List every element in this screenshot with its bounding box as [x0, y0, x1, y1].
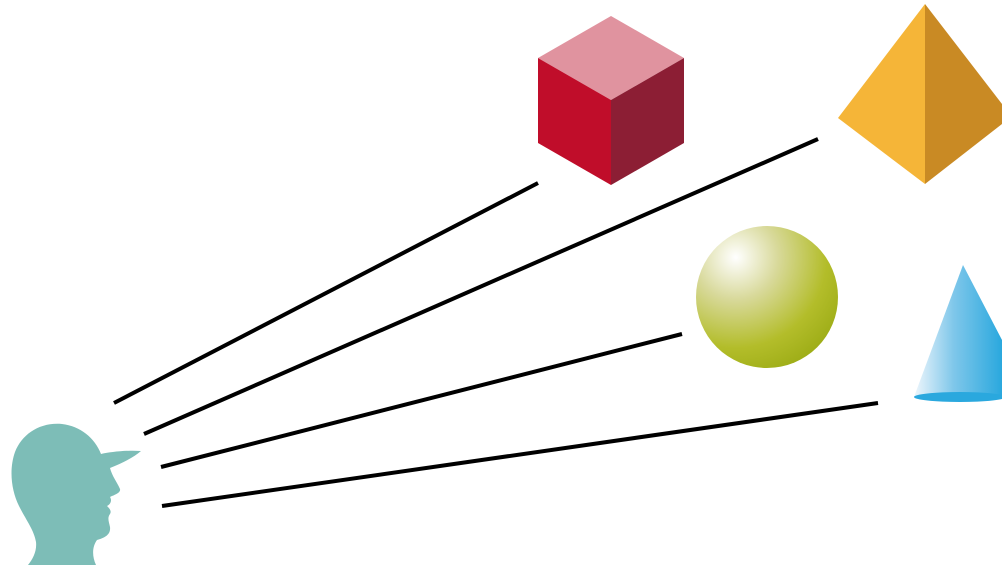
cone-base: [914, 392, 1002, 402]
pyramid-right-face: [925, 4, 1002, 184]
sight-lines: [113, 137, 879, 508]
head-with-cap-icon: [11, 423, 141, 565]
cube-left-face: [538, 58, 611, 185]
pyramid-icon: [838, 4, 1002, 184]
sphere-body: [696, 226, 838, 368]
sphere-icon: [696, 226, 838, 368]
sight-line-cone: [161, 401, 879, 508]
cone-icon: [914, 265, 1002, 402]
cube-icon: [538, 16, 684, 185]
sight-line-cube: [113, 181, 539, 405]
cube-right-face: [611, 58, 684, 185]
cone-body: [914, 265, 1002, 397]
head-silhouette: [11, 423, 141, 565]
sight-line-sphere: [160, 332, 683, 469]
sight-line-pyramid: [143, 137, 819, 436]
pyramid-left-face: [838, 4, 925, 184]
